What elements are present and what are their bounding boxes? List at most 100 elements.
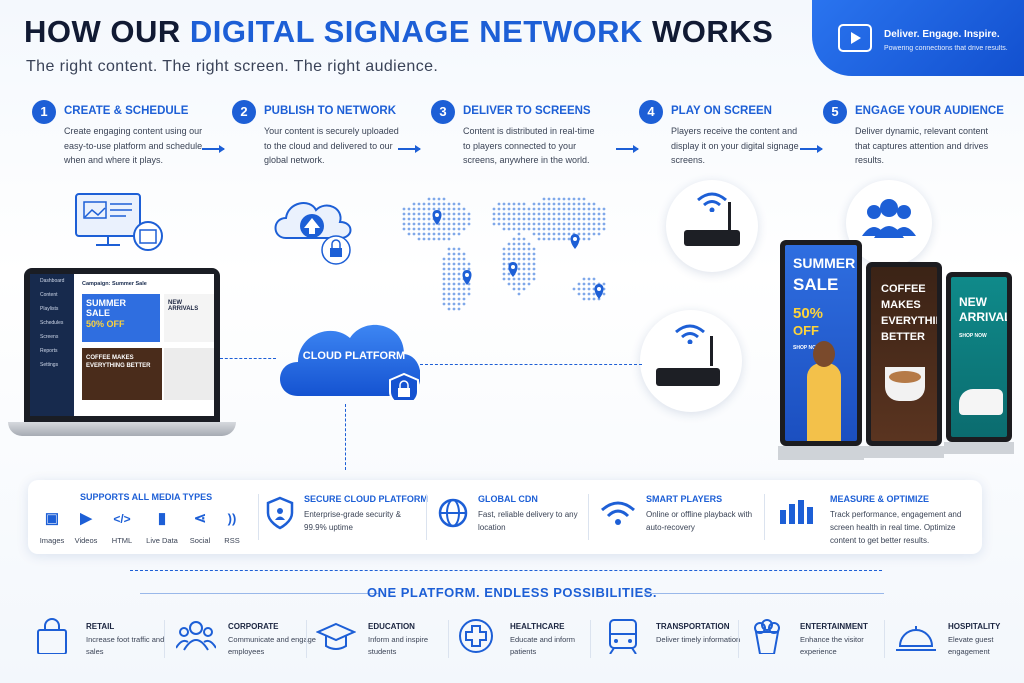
- kiosk-screen-coffee: COFFEE MAKES EVERYTHING BETTER: [866, 262, 942, 446]
- industry-entertainment: ENTERTAINMENT Enhance the visitor experi…: [748, 616, 888, 666]
- monitor-calendar-icon: [75, 193, 163, 251]
- step-description: Players receive the content and display …: [671, 126, 799, 165]
- divider: [448, 620, 449, 658]
- media-label: Social: [189, 536, 211, 545]
- popcorn-icon: [754, 619, 780, 654]
- industry-description: Deliver timely information: [656, 635, 741, 644]
- arrow-icon: [398, 145, 421, 153]
- industry-healthcare: HEALTHCARE Educate and inform patients: [458, 616, 598, 666]
- banner-title: Deliver. Engage. Inspire.: [884, 29, 1000, 40]
- industry-description: Elevate guest engagement: [948, 635, 994, 656]
- kiosk-base: [944, 442, 1014, 454]
- industry-retail: RETAIL Increase foot traffic and sales: [34, 616, 174, 666]
- kiosk-base: [864, 446, 944, 458]
- divider: [588, 494, 589, 540]
- summer-sale-card: SUMMER SALE 50% OFF: [82, 294, 160, 342]
- cloud-upload-icon: [274, 202, 352, 265]
- industry-description: Inform and inspire students: [368, 635, 429, 656]
- kiosk-text: 50%: [793, 305, 824, 322]
- divider: [258, 494, 259, 540]
- step-number: 2: [232, 100, 256, 124]
- industry-title: HOSPITALITY: [948, 622, 1001, 631]
- sidebar-item: Content: [40, 292, 58, 298]
- industry-title: ENTERTAINMENT: [800, 622, 868, 631]
- laptop-base: [8, 422, 236, 436]
- card-text: SUMMER: [86, 298, 126, 308]
- world-map: [402, 197, 606, 311]
- new-arrivals-card: NEW ARRIVALS: [164, 294, 214, 342]
- kiosk-text: SALE: [793, 275, 839, 294]
- dashboard-preview: Dashboard Content Playlists Schedules Sc…: [30, 274, 214, 416]
- share-icon: ⋖: [193, 510, 207, 527]
- page-subtitle: The right content. The right screen. The…: [26, 58, 439, 75]
- kiosk-text: OFF: [793, 323, 819, 338]
- video-screen-icon: [838, 24, 872, 52]
- kiosk-text: SHOP NOW: [793, 345, 821, 351]
- step-title: ENGAGE YOUR AUDIENCE: [855, 105, 1004, 117]
- step-title: CREATE & SCHEDULE: [64, 105, 189, 117]
- step-number: 5: [823, 100, 847, 124]
- dashboard-sidebar: Dashboard Content Playlists Schedules Sc…: [30, 274, 74, 416]
- image-icon: ▣: [44, 510, 60, 527]
- wifi-icon: [675, 324, 705, 344]
- sidebar-item: Screens: [40, 334, 59, 340]
- feature-title: SECURE CLOUD PLATFORM: [304, 494, 428, 504]
- kiosk-text: SHOP NOW: [959, 333, 987, 339]
- divider: [306, 620, 307, 658]
- step-title: DELIVER TO SCREENS: [463, 105, 591, 117]
- media-type-videos: ▶ Videos: [64, 510, 108, 545]
- step-description: Your content is securely uploaded to the…: [264, 126, 399, 165]
- media-label: RSS: [224, 536, 240, 545]
- connector-line: [345, 404, 346, 470]
- feature-description: Track performance, engagement and screen…: [830, 510, 962, 545]
- step-title: PLAY ON SCREEN: [671, 105, 772, 117]
- step-number: 1: [32, 100, 56, 124]
- coffee-card: COFFEE MAKES EVERYTHING BETTER: [82, 348, 162, 400]
- title-part: HOW OUR: [24, 14, 190, 49]
- train-icon: [609, 619, 637, 654]
- sidebar-item: Reports: [40, 348, 58, 354]
- bar-chart-icon: ▮: [157, 510, 167, 527]
- page-title: HOW OUR DIGITAL SIGNAGE NETWORK WORKS: [24, 14, 773, 50]
- media-player-device: [666, 180, 758, 272]
- industry-description: Increase foot traffic and sales: [86, 635, 165, 656]
- shopping-bag-icon: [37, 618, 67, 654]
- globe-icon: [438, 498, 468, 528]
- connector-line: [220, 358, 276, 359]
- banner-subtitle: Powering connections that drive results.: [884, 45, 1008, 52]
- feature-description: Enterprise-grade security & 99.9% uptime: [304, 510, 401, 532]
- model-illustration: [807, 363, 841, 441]
- feature-description: Fast, reliable delivery to any location: [478, 510, 578, 532]
- industry-education: EDUCATION Inform and inspire students: [316, 616, 456, 666]
- sneaker-illustration: [959, 389, 1003, 415]
- kiosk-screen-sale: SUMMER SALE 50% OFF SHOP NOW: [780, 240, 862, 446]
- arrow-icon: [616, 145, 639, 153]
- location-pin-icon: [594, 284, 604, 299]
- divider: [644, 593, 884, 594]
- feature-title: SUPPORTS ALL MEDIA TYPES: [80, 492, 213, 502]
- cloud-platform-label: CLOUD PLATFORM: [302, 350, 406, 362]
- divider: [764, 494, 765, 540]
- location-pin-icon: [432, 210, 442, 225]
- feature-title: SMART PLAYERS: [646, 494, 723, 504]
- media-label: Live Data: [146, 536, 178, 545]
- media-type-rss: )) RSS: [210, 510, 254, 545]
- bar-chart-icon: [780, 500, 813, 524]
- shoe-card: [164, 348, 214, 400]
- laptop-screen: Dashboard Content Playlists Schedules Sc…: [24, 268, 220, 422]
- card-text: SALE: [86, 308, 111, 318]
- divider: [426, 494, 427, 540]
- divider: [884, 620, 885, 658]
- cloud-platform-icon: [280, 324, 420, 400]
- step-title: PUBLISH TO NETWORK: [264, 105, 397, 117]
- title-part: WORKS: [642, 14, 774, 49]
- industry-title: EDUCATION: [368, 622, 415, 631]
- sidebar-item: Playlists: [40, 306, 59, 312]
- media-type-images: ▣ Images: [30, 510, 74, 545]
- connector-line: [130, 570, 882, 571]
- industry-description: Educate and inform patients: [510, 635, 576, 656]
- divider: [738, 620, 739, 658]
- divider: [590, 620, 591, 658]
- location-pin-icon: [570, 234, 580, 249]
- title-highlight: DIGITAL SIGNAGE NETWORK: [189, 14, 643, 49]
